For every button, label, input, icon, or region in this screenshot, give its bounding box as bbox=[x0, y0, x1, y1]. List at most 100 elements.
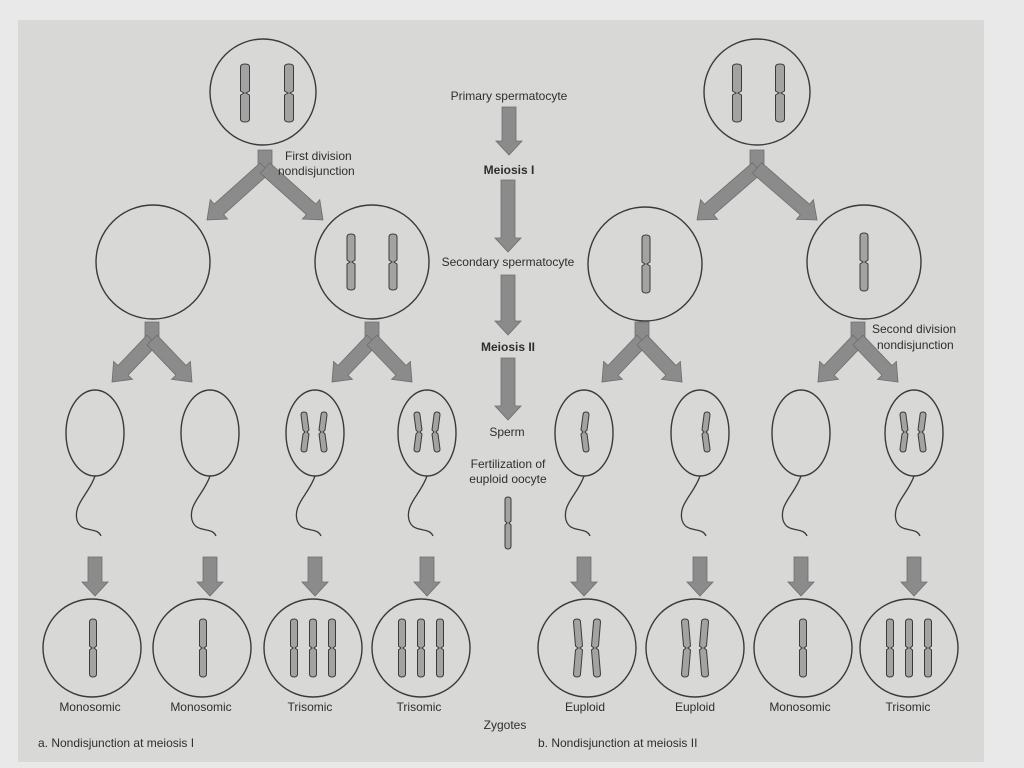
oocyte-chromosome bbox=[504, 496, 512, 550]
zygote-b1 bbox=[537, 598, 637, 698]
primary-left-chromosome-1 bbox=[240, 63, 250, 123]
zygote-a1 bbox=[42, 598, 142, 698]
center-arrow-1 bbox=[495, 106, 523, 156]
label-zygotes: Zygotes bbox=[484, 718, 527, 732]
sperm-head-a4 bbox=[397, 389, 457, 477]
sperm-head-a2 bbox=[180, 389, 240, 477]
sperm-b4-chromosome-2 bbox=[917, 411, 927, 453]
down-arrow-a1 bbox=[81, 556, 109, 597]
label-fertilization-line-1: Fertilization of bbox=[471, 457, 546, 471]
split-arrow-right-a bbox=[601, 321, 683, 383]
zygote-label-a4: Trisomic bbox=[397, 700, 442, 714]
zygote-b3-chromosome bbox=[799, 618, 807, 678]
split-arrow-right-top-part bbox=[751, 162, 818, 221]
zygote-label-b2: Euploid bbox=[675, 700, 715, 714]
sperm-tail-b3 bbox=[781, 475, 808, 537]
zygote-a4-chromosome-3 bbox=[436, 618, 444, 678]
right-annotation-line-1: Second division bbox=[872, 322, 956, 336]
label-primary-spermatocyte: Primary spermatocyte bbox=[451, 89, 568, 103]
split-arrow-left-top bbox=[206, 149, 324, 221]
down-arrow-b2 bbox=[686, 556, 714, 597]
sperm-b4-chromosome-1 bbox=[899, 411, 909, 453]
zygote-b4-chromosome-2 bbox=[905, 618, 913, 678]
zygote-b4-chromosome-1 bbox=[886, 618, 894, 678]
sperm-tail-a3 bbox=[295, 475, 322, 537]
split-arrow-right-top-part bbox=[696, 162, 763, 221]
secondary-cell-left-empty bbox=[95, 204, 211, 320]
zygote-a3-chromosome-1 bbox=[290, 618, 298, 678]
primary-right-chromosome-2 bbox=[775, 63, 785, 123]
primary-cell-right bbox=[703, 38, 811, 146]
center-arrow-2 bbox=[494, 179, 522, 253]
zygote-b2-chromosome-2 bbox=[698, 618, 710, 678]
sperm-head-b4 bbox=[884, 389, 944, 477]
secondary-right-chromosome-b bbox=[859, 232, 869, 292]
zygote-label-b1: Euploid bbox=[565, 700, 605, 714]
label-meiosis-2: Meiosis II bbox=[481, 340, 535, 354]
zygote-a2-chromosome bbox=[199, 618, 207, 678]
split-arrow-right-top bbox=[696, 149, 818, 221]
split-arrow-right-b-part bbox=[852, 334, 899, 383]
sperm-head-a1 bbox=[65, 389, 125, 477]
split-arrow-left-a bbox=[111, 321, 193, 383]
zygote-b2 bbox=[645, 598, 745, 698]
zygote-b1-chromosome-2 bbox=[590, 618, 602, 678]
zygote-b2-chromosome-1 bbox=[680, 618, 692, 678]
sperm-tail-a2 bbox=[190, 475, 217, 537]
sperm-head-b2 bbox=[670, 389, 730, 477]
sperm-a3-chromosome-2 bbox=[318, 411, 328, 453]
center-arrow-3 bbox=[494, 274, 522, 336]
primary-cell-left bbox=[209, 38, 317, 146]
left-annotation-line-1: First division bbox=[285, 149, 352, 163]
zygote-b4-chromosome-3 bbox=[924, 618, 932, 678]
primary-right-chromosome-1 bbox=[732, 63, 742, 123]
zygote-a4-chromosome-1 bbox=[398, 618, 406, 678]
zygote-label-a2: Monosomic bbox=[170, 700, 231, 714]
down-arrow-b3 bbox=[787, 556, 815, 597]
split-arrow-left-a-part bbox=[146, 334, 193, 383]
zygote-b4 bbox=[859, 598, 959, 698]
sperm-b1-chromosome bbox=[580, 411, 590, 453]
zygote-a3-chromosome-2 bbox=[309, 618, 317, 678]
center-arrow-4 bbox=[494, 357, 522, 421]
label-fertilization-line-2: euploid oocyte bbox=[469, 472, 547, 486]
secondary-left-chromosome-2 bbox=[388, 233, 398, 291]
sperm-head-a3 bbox=[285, 389, 345, 477]
primary-left-chromosome-2 bbox=[284, 63, 294, 123]
secondary-cell-right-b bbox=[806, 204, 922, 320]
sperm-tail-b1 bbox=[564, 475, 591, 537]
sperm-head-b3 bbox=[771, 389, 831, 477]
zygote-a2 bbox=[152, 598, 252, 698]
zygote-label-b3: Monosomic bbox=[769, 700, 830, 714]
diagram-shapes bbox=[42, 38, 959, 698]
sperm-tail-a4 bbox=[407, 475, 434, 537]
zygote-b3 bbox=[753, 598, 853, 698]
secondary-cell-left-double bbox=[314, 204, 430, 320]
left-annotation-line-2: nondisjunction bbox=[278, 164, 355, 178]
down-arrow-a2 bbox=[196, 556, 224, 597]
label-sperm: Sperm bbox=[489, 425, 524, 439]
zygote-label-b4: Trisomic bbox=[886, 700, 931, 714]
secondary-left-chromosome-1 bbox=[346, 233, 356, 291]
split-arrow-right-b bbox=[817, 321, 899, 383]
sperm-tail-b2 bbox=[680, 475, 707, 537]
down-arrow-a3 bbox=[301, 556, 329, 597]
zygote-a4-chromosome-2 bbox=[417, 618, 425, 678]
down-arrow-a4 bbox=[413, 556, 441, 597]
split-arrow-right-a-part bbox=[636, 334, 683, 383]
sperm-a4-chromosome-1 bbox=[413, 411, 423, 453]
label-secondary-spermatocyte: Secondary spermatocyte bbox=[442, 255, 575, 269]
zygote-a4 bbox=[371, 598, 471, 698]
caption-a: a. Nondisjunction at meiosis I bbox=[38, 736, 194, 750]
sperm-a4-chromosome-2 bbox=[431, 411, 441, 453]
down-arrow-b1 bbox=[570, 556, 598, 597]
sperm-b2-chromosome bbox=[701, 411, 711, 453]
zygote-label-a1: Monosomic bbox=[59, 700, 120, 714]
split-arrow-left-top-part bbox=[259, 162, 324, 221]
sperm-a3-chromosome-1 bbox=[300, 411, 310, 453]
zygote-a3-chromosome-3 bbox=[328, 618, 336, 678]
zygote-a3 bbox=[263, 598, 363, 698]
zygote-label-a3: Trisomic bbox=[288, 700, 333, 714]
zygote-b1-chromosome-1 bbox=[572, 618, 584, 678]
